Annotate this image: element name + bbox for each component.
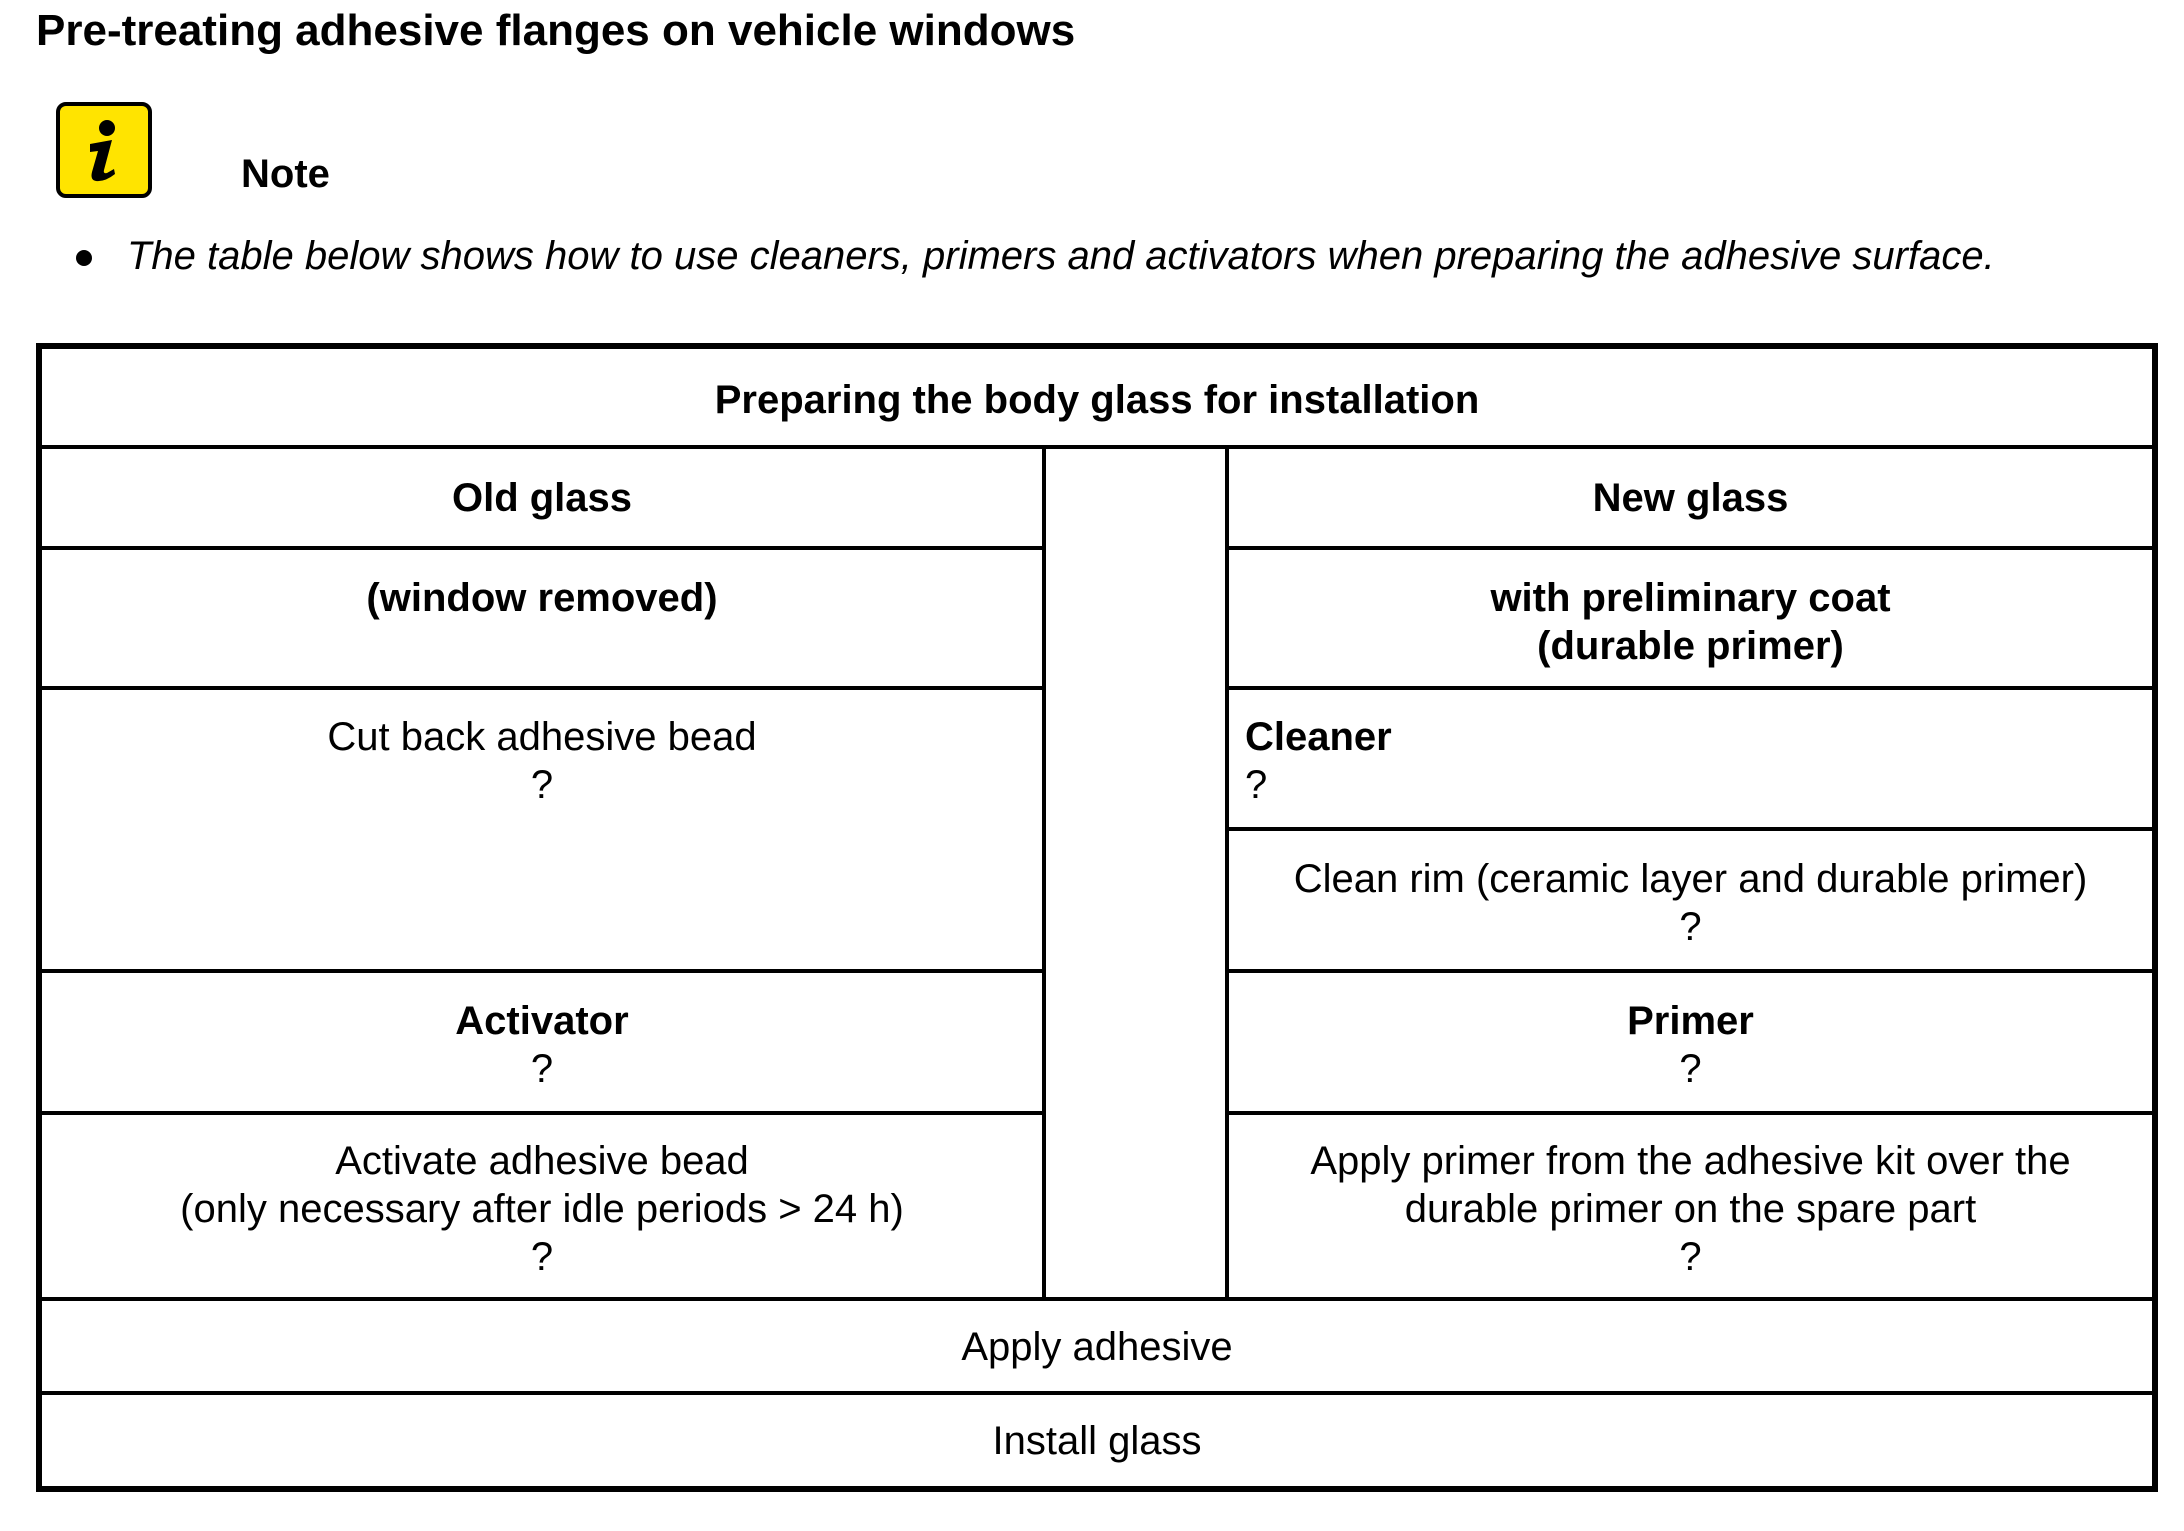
- step-text: Clean rim (ceramic layer and durable pri…: [1293, 857, 2088, 901]
- row-divider: [42, 686, 1044, 690]
- old-glass-step-activator: Activator ?: [42, 997, 1042, 1093]
- step-text: (only necessary after idle periods > 24 …: [180, 1187, 904, 1231]
- table-header: Preparing the body glass for installatio…: [714, 378, 1480, 422]
- subheading-line: (durable primer): [1537, 624, 1844, 668]
- row-divider: [42, 1391, 2152, 1395]
- row-divider: [42, 546, 1044, 550]
- step-placeholder: ?: [530, 763, 554, 807]
- new-glass-step-primer: Primer ?: [1229, 997, 2152, 1093]
- new-glass-step-apply-primer: Apply primer from the adhesive kit over …: [1229, 1137, 2152, 1281]
- preparation-table: Preparing the body glass for installatio…: [36, 343, 2158, 1492]
- info-icon: [56, 102, 152, 198]
- step-placeholder: ?: [1245, 763, 1268, 807]
- subheading-line: with preliminary coat: [1490, 576, 1891, 620]
- row-divider: [1227, 969, 2152, 973]
- page-title: Pre-treating adhesive flanges on vehicle…: [36, 6, 1076, 55]
- column-divider: [1042, 445, 1046, 1297]
- note-text: The table below shows how to use cleaner…: [127, 234, 1995, 278]
- old-glass-step-activate: Activate adhesive bead (only necessary a…: [42, 1137, 1042, 1281]
- step-text: durable primer on the spare part: [1404, 1187, 1977, 1231]
- column-divider: [1225, 445, 1229, 1297]
- row-divider: [1227, 827, 2152, 831]
- row-divider: [42, 1111, 1044, 1115]
- step-placeholder: ?: [530, 1047, 554, 1091]
- footer-install-glass: Install glass: [992, 1419, 1202, 1463]
- step-text: Apply primer from the adhesive kit over …: [1310, 1139, 2071, 1183]
- info-glyph-icon: [90, 120, 115, 182]
- step-heading: Primer: [1627, 999, 1754, 1043]
- step-placeholder: ?: [1679, 905, 1702, 949]
- step-placeholder: ?: [1679, 1047, 1702, 1091]
- step-text: Activate adhesive bead: [335, 1139, 749, 1183]
- row-divider: [1227, 546, 2152, 550]
- row-divider: [1227, 686, 2152, 690]
- old-glass-step-cut: Cut back adhesive bead ?: [42, 713, 1042, 809]
- new-glass-step-cleaner: Cleaner ?: [1245, 713, 2145, 809]
- old-glass-heading: Old glass: [451, 476, 633, 520]
- step-heading: Activator: [455, 999, 629, 1043]
- new-glass-step-clean-rim: Clean rim (ceramic layer and durable pri…: [1229, 855, 2152, 951]
- note-label: Note: [241, 152, 330, 196]
- row-divider: [1227, 1111, 2152, 1115]
- footer-apply-adhesive: Apply adhesive: [961, 1325, 1233, 1369]
- step-text: Cut back adhesive bead: [327, 715, 757, 759]
- new-glass-subheading: with preliminary coat (durable primer): [1229, 574, 2152, 670]
- step-heading: Cleaner: [1245, 715, 1392, 759]
- step-placeholder: ?: [530, 1235, 554, 1279]
- step-placeholder: ?: [1679, 1235, 1702, 1279]
- new-glass-heading: New glass: [1592, 476, 1789, 520]
- bullet-dot: [76, 250, 92, 266]
- row-divider: [42, 969, 1044, 973]
- row-divider: [42, 445, 2152, 449]
- row-divider: [42, 1297, 2152, 1301]
- old-glass-subheading: (window removed): [366, 576, 718, 620]
